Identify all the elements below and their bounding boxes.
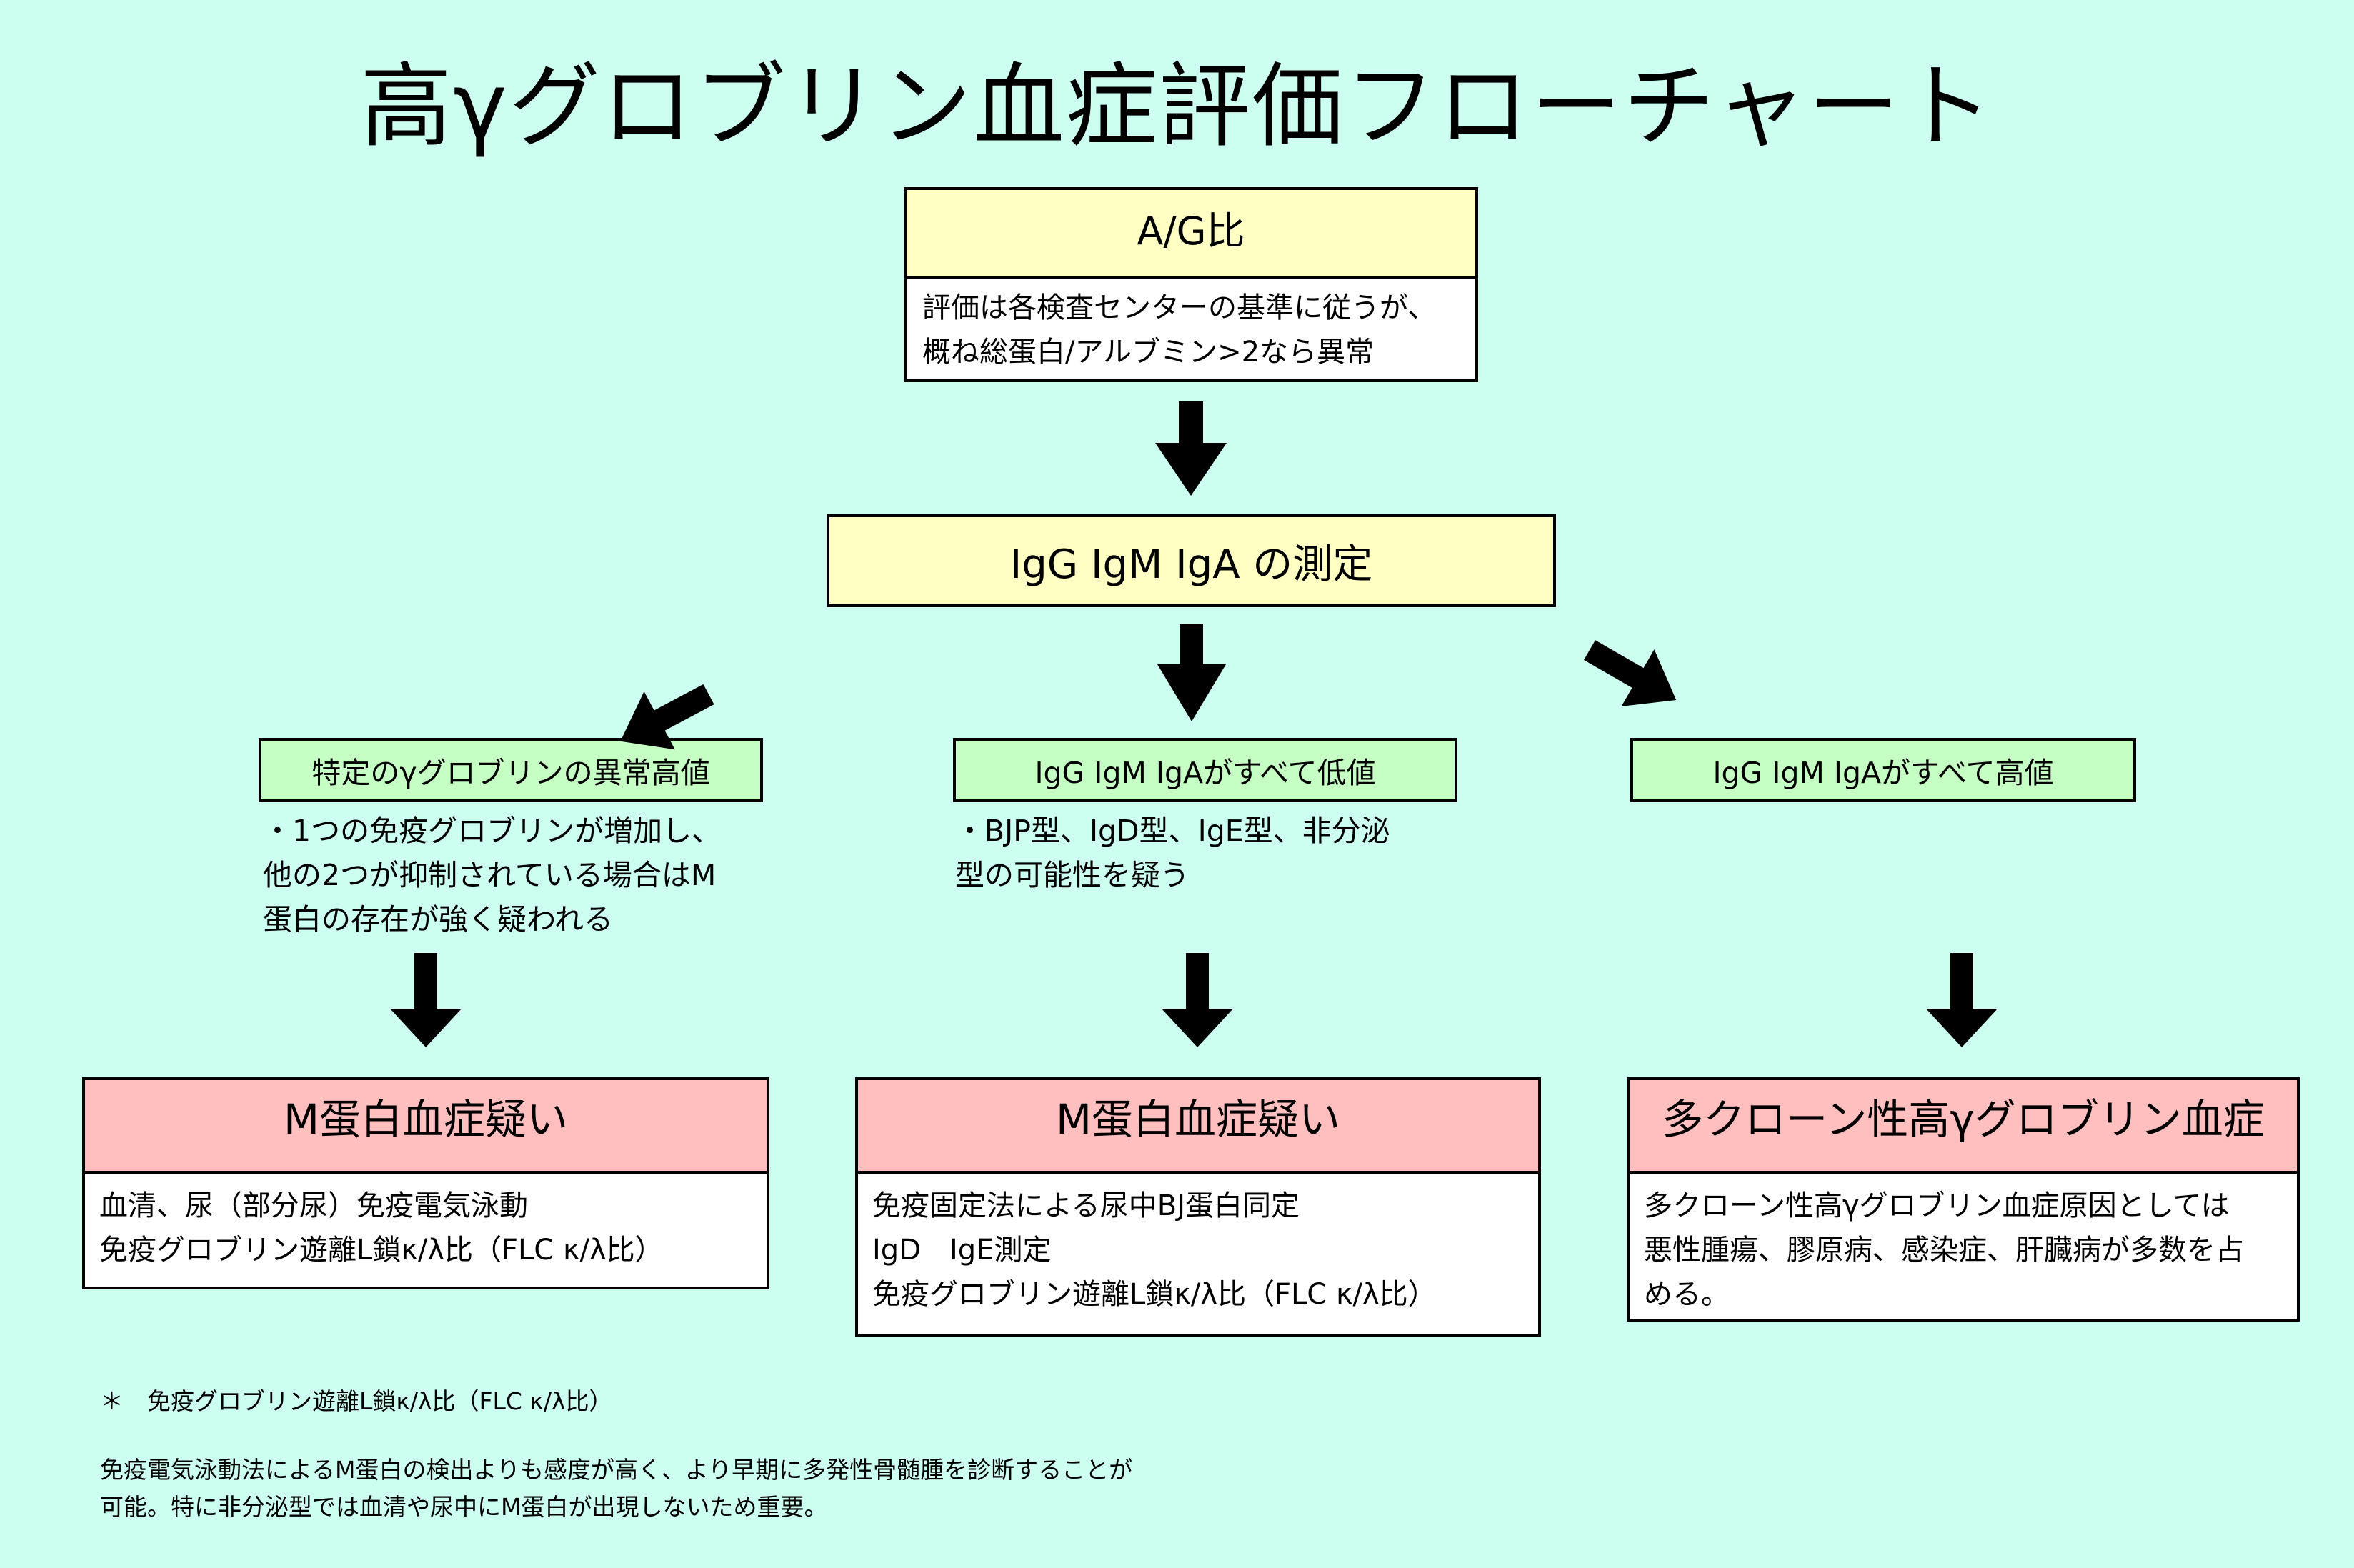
footnote-text: 免疫電気泳動法によるM蛋白の検出よりも感度が高く、より早期に多発性骨髄腫を診断す…: [100, 1456, 1133, 1521]
branch-label-all-high: IgG IgM IgAがすべて高値: [1630, 738, 2136, 802]
arrow-diag-left: [620, 684, 714, 750]
branch-label-text: IgG IgM IgAがすべて低値: [1034, 756, 1376, 790]
ag-ratio-header: A/G比: [907, 190, 1475, 279]
result-box-m-protein-1: M蛋白血症疑い 血清、尿（部分尿）免疫電気泳動 免疫グロブリン遊離L鎖κ/λ比（…: [82, 1077, 769, 1289]
arrow-diag-right: [1584, 640, 1677, 706]
branch-label-text: IgG IgM IgAがすべて高値: [1712, 756, 2054, 790]
result-box-m-protein-2: M蛋白血症疑い 免疫固定法による尿中BJ蛋白同定 IgD IgE測定 免疫グロブ…: [855, 1077, 1541, 1337]
arrow-down-left: [390, 953, 462, 1047]
result-box-polyclonal: 多クローン性高γグロブリン血症 多クローン性高γグロブリン血症原因としては 悪性…: [1627, 1077, 2300, 1322]
ag-ratio-body: 評価は各検査センターの基準に従うが、 概ね総蛋白/アルブミン>2なら異常: [922, 291, 1437, 369]
result-header: M蛋白血症疑い: [858, 1080, 1538, 1174]
arrow-down-1: [1155, 401, 1227, 496]
measurement-box: IgG IgM IgA の測定: [827, 514, 1556, 607]
branch-label-text: 特定のγグロブリンの異常高値: [311, 756, 710, 790]
arrow-down-right: [1926, 953, 1998, 1047]
branch-label-specific-high: 特定のγグロブリンの異常高値: [259, 738, 763, 802]
arrow-down-center: [1162, 953, 1233, 1047]
branch-label-all-low: IgG IgM IgAがすべて低値: [953, 738, 1457, 802]
result-body: 多クローン性高γグロブリン血症原因としては 悪性腫瘍、膠原病、感染症、肝臓病が多…: [1644, 1189, 2244, 1311]
result-body: 血清、尿（部分尿）免疫電気泳動 免疫グロブリン遊離L鎖κ/λ比（FLC κ/λ比…: [99, 1189, 664, 1267]
branch-description-specific-high: ・1つの免疫グロブリンが増加し、 他の2つが抑制されている場合はM 蛋白の存在が…: [263, 814, 722, 937]
arrow-down-2: [1157, 624, 1226, 721]
measurement-label: IgG IgM IgA の測定: [1009, 541, 1373, 588]
result-header: 多クローン性高γグロブリン血症: [1630, 1080, 2297, 1174]
result-body: 免疫固定法による尿中BJ蛋白同定 IgD IgE測定 免疫グロブリン遊離L鎖κ/…: [872, 1189, 1437, 1311]
page-title: 高γグロブリン血症評価フローチャート: [360, 54, 1994, 160]
footnote-heading: ＊ 免疫グロブリン遊離L鎖κ/λ比（FLC κ/λ比）: [100, 1387, 613, 1415]
branch-description-all-low: ・BJP型、IgD型、IgE型、非分泌 型の可能性を疑う: [955, 814, 1390, 892]
ag-ratio-box: A/G比 評価は各検査センターの基準に従うが、 概ね総蛋白/アルブミン>2なら異…: [904, 187, 1478, 382]
result-header: M蛋白血症疑い: [85, 1080, 767, 1174]
